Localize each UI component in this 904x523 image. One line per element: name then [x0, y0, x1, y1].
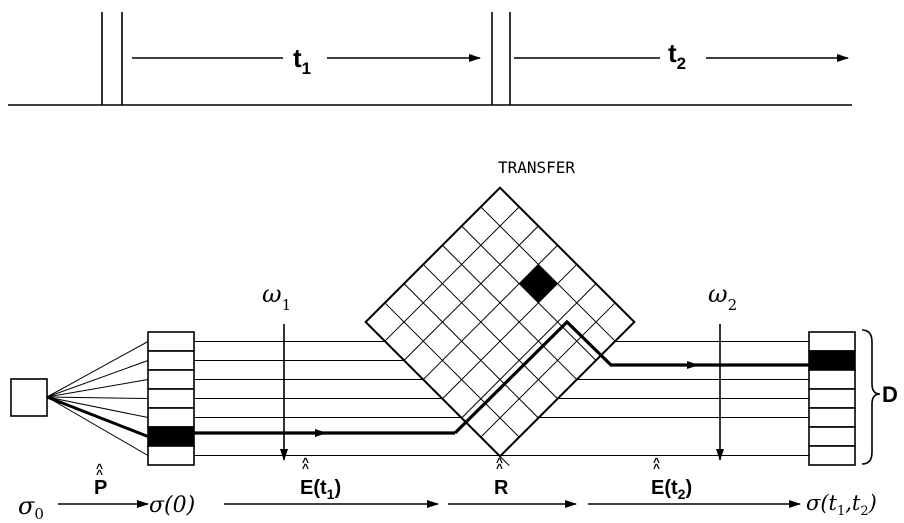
svg-text:^: ^ — [653, 461, 660, 475]
cell — [147, 350, 195, 371]
cell — [147, 331, 195, 352]
omega2-label: ω2 — [708, 280, 737, 314]
hat-p-2: ^ — [96, 461, 103, 475]
detection-label: D — [882, 382, 898, 407]
cell — [808, 388, 856, 409]
svg-text:^: ^ — [302, 461, 309, 475]
operator-e2-label: E(t2) — [651, 477, 692, 502]
cell — [147, 369, 195, 390]
cell — [147, 388, 195, 409]
svg-text:^: ^ — [302, 455, 309, 469]
pulse-2 — [491, 12, 511, 105]
svg-text:^: ^ — [653, 455, 660, 469]
hat-p: ^ — [96, 467, 103, 481]
sigma-final-label: σ(t1,t2) — [806, 491, 877, 519]
source-box — [10, 378, 48, 417]
omega1-label: ω1 — [262, 280, 291, 314]
cell — [808, 407, 856, 428]
transfer-grid — [364, 186, 636, 458]
cell — [808, 369, 856, 390]
cell-highlight — [147, 426, 195, 447]
transfer-pathway — [194, 319, 809, 437]
svg-text:^: ^ — [496, 461, 503, 475]
cell — [147, 445, 195, 466]
operator-r-label: R — [494, 477, 509, 499]
cell-highlight — [808, 350, 856, 371]
operator-p-label: P — [94, 477, 107, 499]
detection-brace — [861, 329, 881, 465]
fan-lines — [46, 341, 149, 456]
operator-e1-label: E(t1) — [300, 477, 341, 502]
evolution-lines — [194, 341, 809, 466]
propagator-flow: σ0 P ^ ^ σ(0) E(t1) ^ ^ R ^ ^ E(t2) ^ ^ … — [18, 455, 877, 523]
pulse-1 — [101, 12, 123, 105]
cell — [147, 407, 195, 428]
t2-label: t2 — [668, 38, 686, 73]
initial-state-column — [147, 331, 195, 466]
detection-column — [808, 331, 856, 466]
cell — [808, 426, 856, 447]
transfer-label: TRANSFER — [498, 158, 575, 177]
pulse-sequence: t1 t2 — [8, 12, 852, 106]
svg-text:^: ^ — [496, 455, 503, 469]
cell — [808, 331, 856, 352]
sigma0-label: σ0 — [18, 492, 44, 523]
sigma-zero-label: σ(0) — [149, 493, 195, 518]
cell — [808, 445, 856, 466]
t1-label: t1 — [293, 43, 311, 78]
